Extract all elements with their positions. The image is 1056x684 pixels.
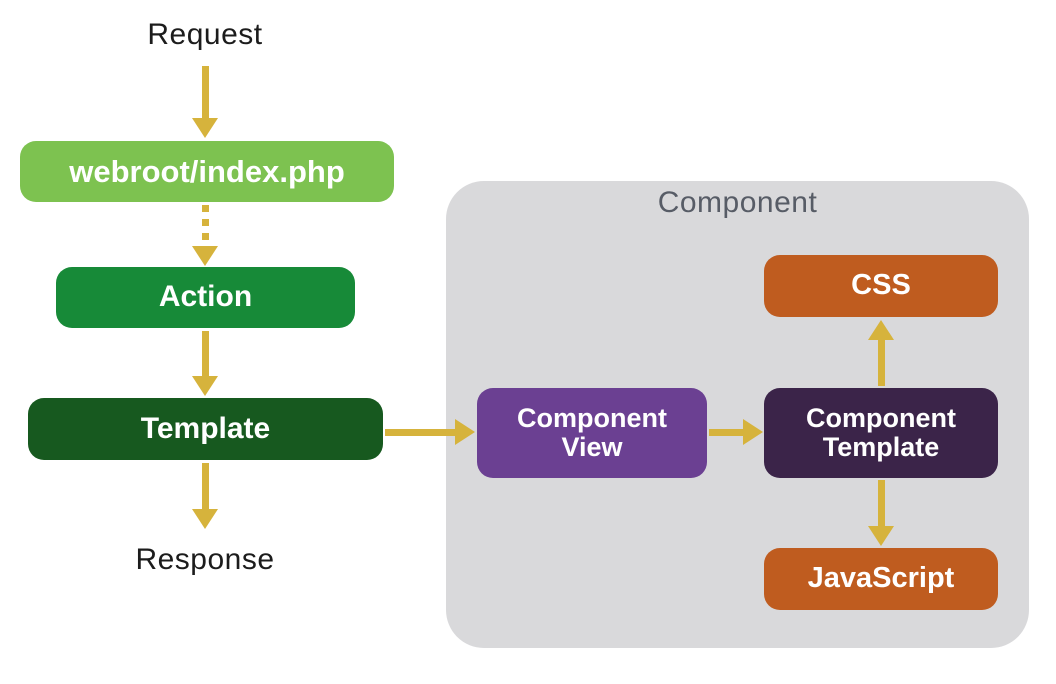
arrow-webroot-to-action-dotted (192, 205, 218, 266)
arrow-component-view-to-component-template (709, 419, 763, 445)
node-template: Template (28, 398, 383, 460)
response-label: Response (135, 543, 275, 576)
node-css: CSS (764, 255, 998, 317)
arrow-template-to-component-view (385, 419, 475, 445)
node-javascript: JavaScript (764, 548, 998, 610)
node-webroot-index-php: webroot/index.php (20, 141, 394, 202)
arrow-component-template-to-css (868, 320, 894, 386)
arrow-shaft (709, 428, 743, 436)
arrow-shaft (877, 340, 885, 386)
arrow-head-down-icon (192, 246, 218, 266)
arrow-shaft (201, 66, 209, 118)
node-action: Action (56, 267, 355, 328)
arrow-component-template-to-javascript (868, 480, 894, 546)
arrow-head-right-icon (743, 419, 763, 445)
arrow-shaft (385, 428, 455, 436)
arrow-template-to-response (192, 463, 218, 529)
node-component-template: Component Template (764, 388, 998, 478)
arrow-head-right-icon (455, 419, 475, 445)
arrow-head-down-icon (192, 509, 218, 529)
request-label: Request (147, 18, 263, 51)
arrow-action-to-template (192, 331, 218, 396)
arrow-head-down-icon (868, 526, 894, 546)
arrow-shaft (877, 480, 885, 526)
arrow-shaft (201, 331, 209, 376)
arrow-head-down-icon (192, 376, 218, 396)
arrow-request-to-webroot (192, 66, 218, 138)
arrow-head-up-icon (868, 320, 894, 340)
node-component-view: Component View (477, 388, 707, 478)
arrow-shaft (201, 463, 209, 509)
component-panel-title: Component (657, 186, 818, 219)
arrow-head-down-icon (192, 118, 218, 138)
arrow-shaft-dotted (201, 205, 209, 246)
